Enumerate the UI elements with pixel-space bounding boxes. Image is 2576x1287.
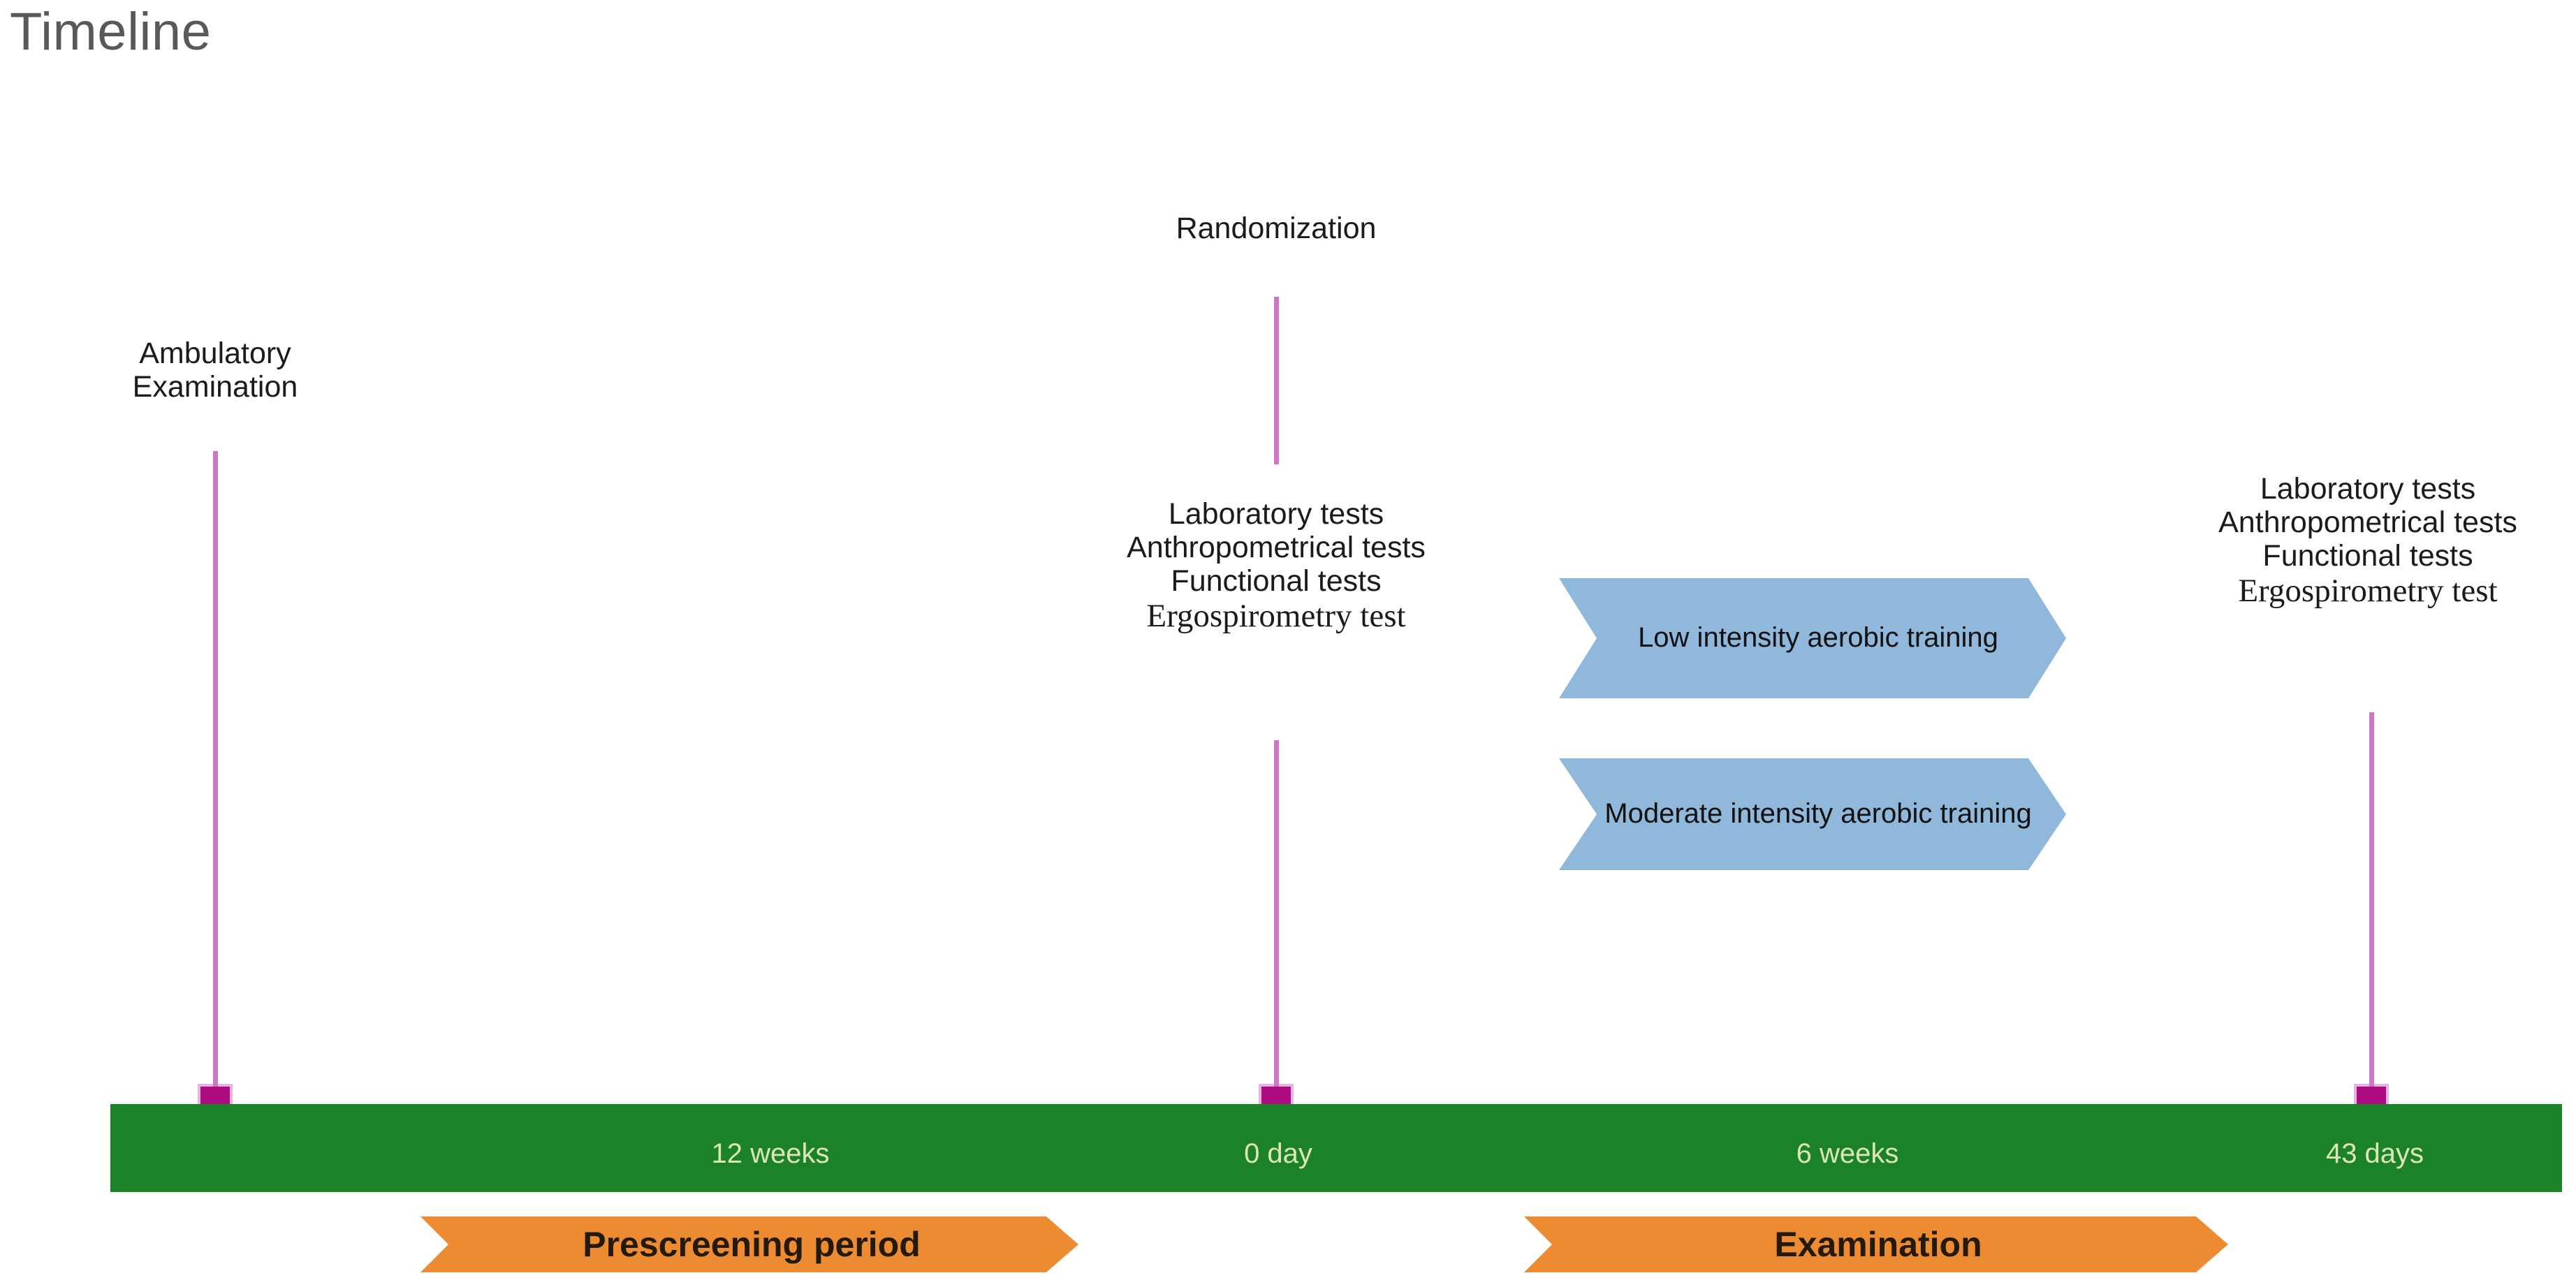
event-label-line-1: Ambulatory: [139, 337, 291, 370]
timeline-axis-bar: [110, 1104, 2562, 1192]
event-label-ambulatory-examination: Ambulatory Examination: [41, 337, 390, 404]
training-label-line-2: training: [1906, 622, 1998, 654]
assessment-item: Laboratory tests: [1168, 497, 1384, 531]
connector-line-followup: [2369, 712, 2374, 1145]
event-label-line-2: Examination: [132, 370, 298, 404]
phase-banner-examination: Examination: [1524, 1216, 2228, 1272]
timeline-tick-43-days: 43 days: [2325, 1138, 2424, 1169]
assessment-item: Anthropometrical tests: [2218, 506, 2517, 540]
assessment-item: Ergospirometry test: [2238, 573, 2498, 610]
event-label-line-1: Randomization: [1176, 212, 1377, 245]
training-label-line-2: aerobic training: [1840, 798, 2032, 830]
page-title: Timeline: [10, 2, 212, 61]
connector-line-randomization-upper: [1274, 297, 1279, 464]
assessment-item: Anthropometrical tests: [1127, 531, 1426, 565]
connector-line-ambulatory: [213, 451, 218, 1146]
assessment-list-baseline: Laboratory tests Anthropometrical tests …: [1067, 497, 1486, 635]
phase-banner-label: Examination: [1774, 1225, 1982, 1264]
event-label-randomization: Randomization: [1102, 212, 1451, 245]
training-label-line-1: Moderate intensity: [1604, 798, 1834, 830]
training-arrow-moderate-intensity: Moderate intensity aerobic training: [1559, 758, 2066, 870]
timeline-tick-12-weeks: 12 weeks: [711, 1138, 830, 1169]
assessment-item: Laboratory tests: [2260, 472, 2476, 506]
assessment-list-followup: Laboratory tests Anthropometrical tests …: [2158, 472, 2576, 610]
assessment-item: Functional tests: [1171, 564, 1382, 598]
assessment-item: Ergospirometry test: [1146, 598, 1406, 635]
connector-line-randomization-lower: [1274, 740, 1279, 1145]
phase-banner-label: Prescreening period: [583, 1225, 921, 1264]
training-arrow-low-intensity: Low intensity aerobic training: [1559, 578, 2066, 698]
training-label-line-1: Low intensity aerobic: [1638, 622, 1899, 654]
assessment-item: Functional tests: [2262, 539, 2473, 573]
timeline-tick-6-weeks: 6 weeks: [1796, 1138, 1899, 1169]
phase-banner-prescreening-period: Prescreening period: [420, 1216, 1078, 1272]
timeline-tick-0-day: 0 day: [1244, 1138, 1312, 1169]
